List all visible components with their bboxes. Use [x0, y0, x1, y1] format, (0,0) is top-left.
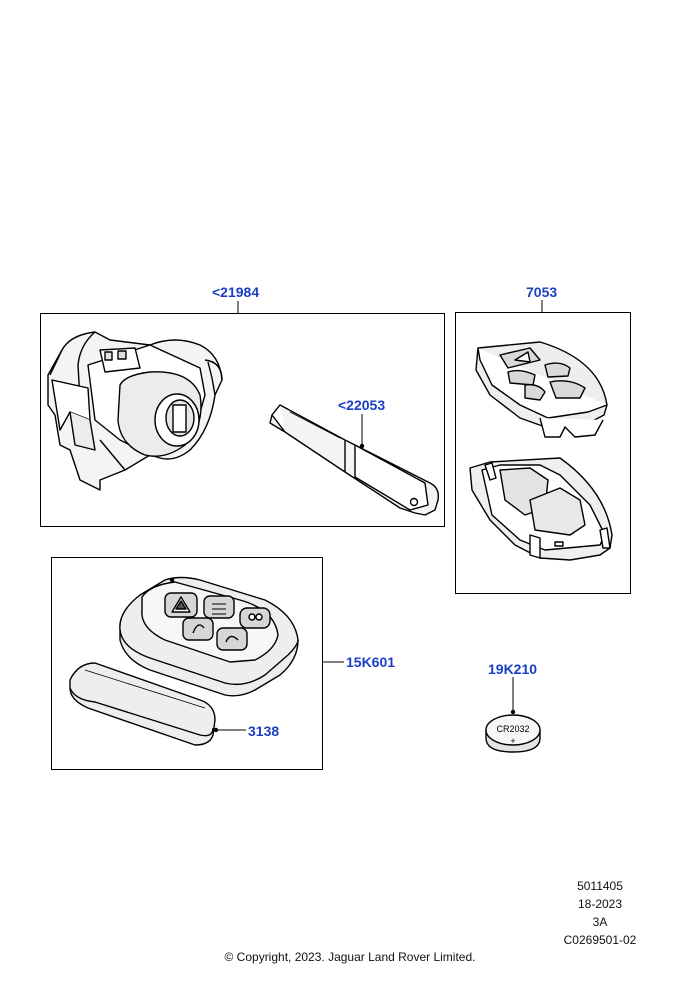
diagram-revision: 3A — [592, 915, 608, 929]
diagram-reference: C0269501-02 — [563, 933, 637, 947]
remote-shell-drawing — [469, 457, 613, 561]
blade-cover-drawing — [69, 662, 216, 746]
callout-lock-set[interactable]: <21984 — [212, 284, 260, 300]
remote-housing-box — [455, 312, 631, 594]
callout-battery[interactable]: 19K210 — [488, 661, 538, 677]
callout-smart-key[interactable]: 15K601 — [346, 654, 396, 670]
diagram-date-code: 18-2023 — [577, 897, 623, 911]
copyright-notice: © Copyright, 2023. Jaguar Land Rover Lim… — [224, 950, 476, 964]
smart-key-fob-drawing — [119, 576, 299, 697]
key-blade-drawing — [269, 404, 440, 516]
battery-model-text: CR2032 — [496, 724, 529, 734]
diagram-number: 5011405 — [577, 879, 623, 893]
key-blade-leader-dot — [359, 443, 365, 449]
coin-battery-drawing — [485, 714, 541, 753]
ignition-lock-drawing — [47, 331, 223, 491]
callout-blade-cover[interactable]: 3138 — [248, 723, 280, 739]
blade-cover-leader-dot — [213, 727, 219, 733]
remote-button-pad-drawing — [475, 341, 608, 438]
lock-set-box — [40, 313, 445, 527]
callout-remote-housing[interactable]: 7053 — [526, 284, 558, 300]
callout-key-blade[interactable]: <22053 — [338, 397, 386, 413]
battery-leader-dot — [510, 709, 516, 715]
battery-plus-sign: + — [510, 736, 515, 746]
smart-key-box — [51, 557, 323, 770]
